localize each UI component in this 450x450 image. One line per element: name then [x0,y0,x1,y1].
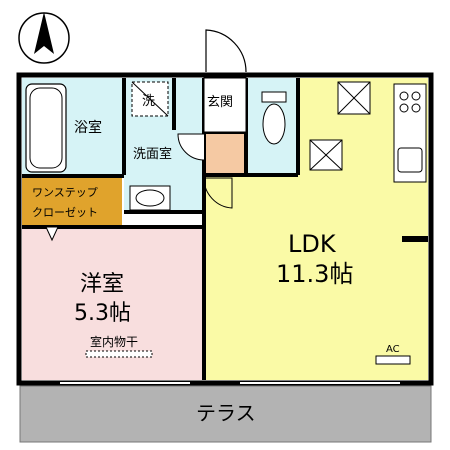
ldk-size: 11.3帖 [276,260,353,288]
entrance-area [204,132,246,175]
bath-label: 浴室 [74,119,102,136]
closet-label-line1: ワンステップ [32,186,98,199]
washroom-label: 洗面室 [133,146,172,162]
terrace-label: テラス [196,401,256,425]
toilet-bowl-icon [262,103,286,145]
sink-icon [397,147,423,173]
entrance-label: 玄関 [207,95,233,110]
ventilation-fan-icon [337,81,371,115]
washer-cross-1 [131,81,169,117]
front-door-swing [205,29,247,73]
closet-label-line2: クローゼット [32,206,98,219]
drying-rack-icon [85,350,153,358]
window-frame [60,380,400,386]
outer-wall [16,72,434,386]
terrace-area [19,385,432,443]
washer-hookup-icon [309,139,343,171]
stove-icon [399,91,421,113]
north-arrow-icon [18,12,70,64]
closet-door-marker [45,226,59,242]
western-room-name: 洋室 [80,272,124,297]
washer-mark-label: 洗 [142,94,155,109]
wash-basin-bowl [135,189,165,207]
wall-stub [402,236,428,242]
drying-rack-label: 室内物干 [90,334,138,349]
western-room-size: 5.3帖 [74,301,131,326]
ac-unit-icon [375,355,411,365]
ldk-name: LDK [288,230,337,258]
washroom-door-swing [177,133,205,161]
bedroom-door-swing [203,177,233,209]
bathtub-inner [29,87,63,169]
ac-label: AC [386,344,400,355]
entrance-step [203,77,247,133]
toilet-tank-icon [261,91,287,103]
closet-area [22,178,122,226]
